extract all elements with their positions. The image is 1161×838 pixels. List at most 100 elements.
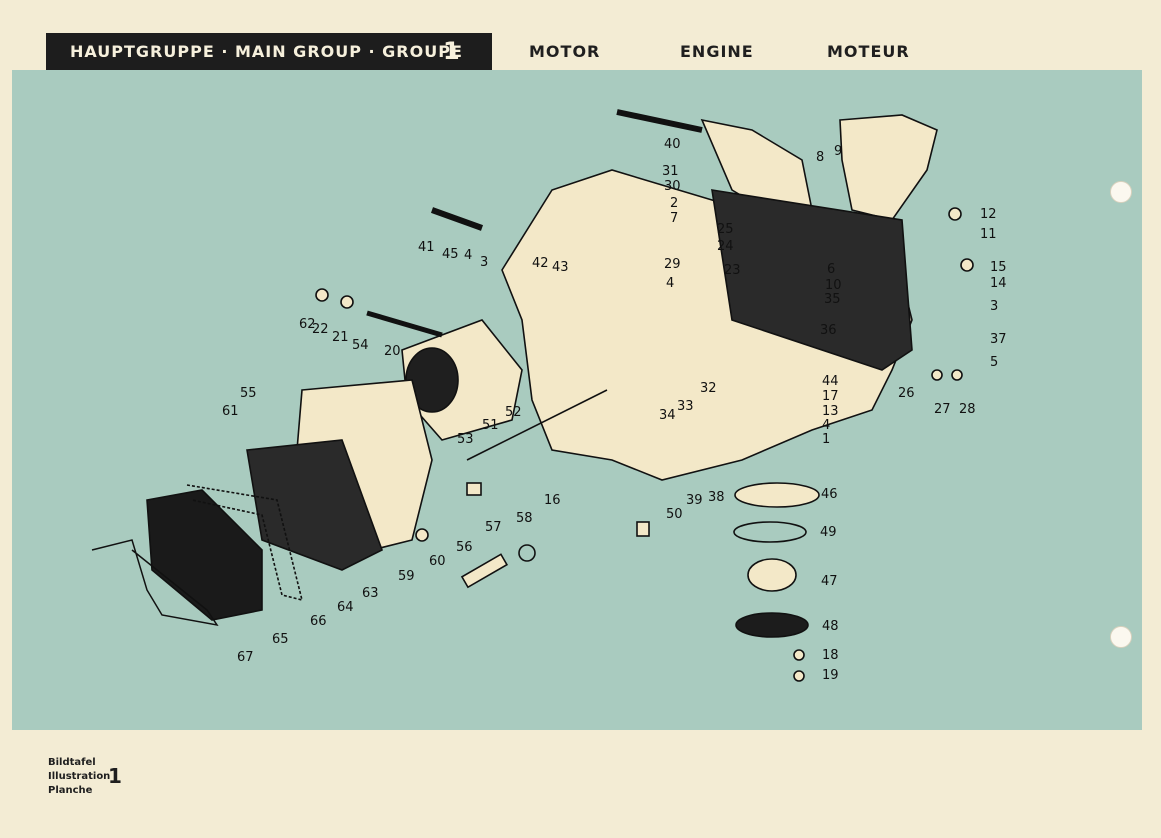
callout-12: 12 (980, 207, 997, 222)
stud-20 (366, 310, 443, 338)
tube-56 (460, 553, 509, 589)
callout-1: 1 (822, 432, 830, 447)
part-57 (466, 482, 482, 496)
callout-49: 49 (820, 525, 837, 540)
nut-15 (960, 258, 974, 272)
callout-20: 20 (384, 344, 401, 359)
callout-61: 61 (222, 404, 239, 419)
section-label-de: MOTOR (529, 42, 601, 61)
nut-28 (951, 369, 963, 381)
callout-55: 55 (240, 386, 257, 401)
plate-label-de: Bildtafel (48, 757, 96, 768)
callout-46: 46 (821, 487, 838, 502)
callout-64: 64 (337, 600, 354, 615)
callout-4: 4 (464, 248, 472, 263)
oil-strainer-46 (734, 482, 820, 508)
part-50 (636, 521, 650, 537)
callout-28: 28 (959, 402, 976, 417)
callout-15: 15 (990, 260, 1007, 275)
callout-39: 39 (686, 493, 703, 508)
callout-50: 50 (666, 507, 683, 522)
section-label-en: ENGINE (680, 42, 754, 61)
gasket-66 (186, 484, 304, 602)
callout-48: 48 (822, 619, 839, 634)
callout-7: 7 (670, 211, 678, 226)
callout-29: 29 (664, 257, 681, 272)
plate-label-fr: Planche (48, 785, 93, 796)
callout-3: 3 (480, 255, 488, 270)
washer-27 (931, 369, 943, 381)
callout-10: 10 (825, 278, 842, 293)
group-title: HAUPTGRUPPE · MAIN GROUP · GROUPE (70, 42, 463, 61)
callout-44: 44 (822, 374, 839, 389)
callout-19: 19 (822, 668, 839, 683)
strainer-47 (747, 558, 797, 592)
callout-40: 40 (664, 137, 681, 152)
header-bar (46, 33, 492, 73)
callout-22: 22 (312, 322, 329, 337)
callout-27: 27 (934, 402, 951, 417)
binder-hole-bottom (1110, 626, 1132, 648)
callout-42: 42 (532, 256, 549, 271)
push-rod-tube (466, 389, 608, 461)
callout-30: 30 (664, 179, 681, 194)
callout-63: 63 (362, 586, 379, 601)
callout-23: 23 (724, 263, 741, 278)
crankcase-interior (711, 189, 913, 371)
group-number: 1 (443, 37, 460, 65)
washer-18 (793, 649, 805, 661)
wire-bail-67 (91, 539, 219, 627)
callout-4: 4 (822, 418, 830, 433)
washer-21 (340, 295, 354, 309)
callout-57: 57 (485, 520, 502, 535)
callout-3: 3 (990, 299, 998, 314)
valve-cover-part (146, 489, 263, 621)
callout-9: 9 (834, 144, 842, 159)
callout-38: 38 (708, 490, 725, 505)
callout-13: 13 (822, 404, 839, 419)
callout-45: 45 (442, 247, 459, 262)
gasket-49 (733, 521, 807, 543)
callout-59: 59 (398, 569, 415, 584)
callout-43: 43 (552, 260, 569, 275)
callout-18: 18 (822, 648, 839, 663)
callout-24: 24 (717, 239, 734, 254)
seal-58 (518, 544, 536, 562)
callout-31: 31 (662, 164, 679, 179)
callout-5: 5 (990, 355, 998, 370)
callout-35: 35 (824, 292, 841, 307)
callout-26: 26 (898, 386, 915, 401)
callout-33: 33 (677, 399, 694, 414)
callout-66: 66 (310, 614, 327, 629)
callout-60: 60 (429, 554, 446, 569)
callout-32: 32 (700, 381, 717, 396)
callout-34: 34 (659, 408, 676, 423)
callout-37: 37 (990, 332, 1007, 347)
bolt-41 (430, 207, 484, 231)
callout-6: 6 (827, 262, 835, 277)
callout-41: 41 (418, 240, 435, 255)
callout-4: 4 (666, 276, 674, 291)
plate-number: 1 (108, 764, 122, 788)
oil-filler-part (839, 114, 938, 221)
callout-8: 8 (816, 150, 824, 165)
callout-16: 16 (544, 493, 561, 508)
callout-54: 54 (352, 338, 369, 353)
callout-52: 52 (505, 405, 522, 420)
callout-17: 17 (822, 389, 839, 404)
callout-53: 53 (457, 432, 474, 447)
cylinder-head-face (246, 439, 383, 571)
callout-11: 11 (980, 227, 997, 242)
callout-14: 14 (990, 276, 1007, 291)
callout-21: 21 (332, 330, 349, 345)
callout-47: 47 (821, 574, 838, 589)
nut-19 (793, 670, 805, 682)
callout-58: 58 (516, 511, 533, 526)
callout-67: 67 (237, 650, 254, 665)
callout-56: 56 (456, 540, 473, 555)
callout-36: 36 (820, 323, 837, 338)
nut-60 (415, 528, 429, 542)
binder-hole-top (1110, 181, 1132, 203)
